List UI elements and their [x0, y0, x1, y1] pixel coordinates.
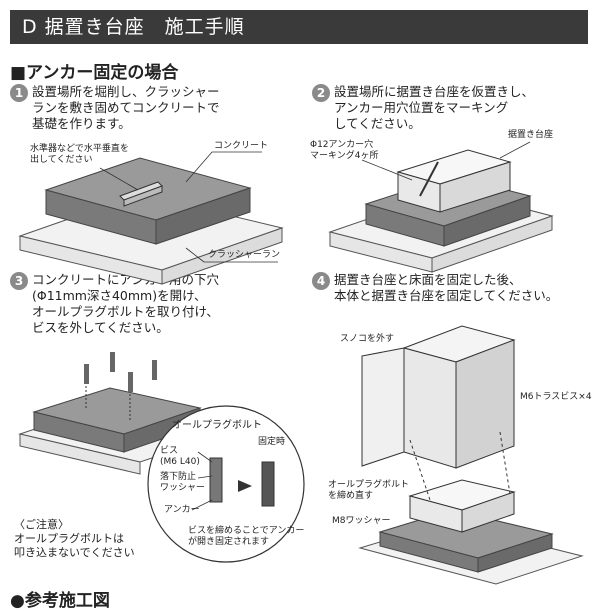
fig4-cabinet-fixing	[358, 325, 584, 585]
label-allplug-title: オールプラグボルト	[172, 420, 262, 431]
label-base: 据置き台座	[508, 130, 554, 140]
step-text-1: 設置場所を堀削し、クラッシャー ランを敷き固めてコンクリートで 基礎を作ります。	[32, 84, 220, 132]
step-line: 本体と据置き台座を固定してください。	[334, 288, 559, 303]
footer-title: ●参考施工図	[10, 591, 110, 611]
step-line: アンカー用穴位置をマーキング	[334, 100, 509, 115]
step-line: 基礎を作ります。	[32, 116, 131, 131]
label-anchor-hole-2: マーキング4ヶ所	[310, 151, 379, 161]
label-sunoko: スノコを外す	[340, 334, 395, 344]
step-line: してください。	[334, 116, 421, 131]
label-anchor-note-2: が開き固定されます	[188, 537, 270, 547]
step-line: ランを敷き固めてコンクリートで	[32, 100, 220, 115]
step-number-4: 4	[312, 272, 330, 290]
step-line: 設置場所を堀削し、クラッシャー	[32, 84, 220, 99]
label-washer-lock-1: 落下防止	[160, 472, 197, 482]
caution-line-1: オールプラグボルトは	[14, 532, 124, 545]
label-screw-2: (M6 L40)	[160, 457, 200, 467]
label-level-1: 水準器などで水平垂直を	[30, 144, 129, 154]
step-number-2: 2	[312, 84, 330, 102]
page-title: D 据置き台座 施工手順	[22, 16, 245, 38]
label-washer-lock-2: ワッシャー	[160, 483, 206, 493]
label-fixed: 固定時	[258, 437, 286, 447]
step-line: オールプラグボルトを取り付け、	[32, 304, 219, 319]
label-level-2: 出してください	[30, 155, 93, 165]
section-title: ■アンカー固定の場合	[10, 63, 179, 83]
step-text-4: 据置き台座と床面を固定した後、 本体と据置き台座を固定してください。	[334, 272, 558, 304]
page-header: D 据置き台座 施工手順	[10, 10, 588, 44]
step-line: 据置き台座と床面を固定した後、	[334, 272, 522, 287]
fig3-anchor-bolts	[18, 352, 305, 563]
label-anchor-note-1: ビスを締めることでアンカー	[188, 526, 305, 536]
step-number-1: 1	[10, 84, 28, 102]
label-allplug-tighten-2: を締め直す	[328, 491, 374, 501]
step-line: ビスを外してください。	[32, 320, 169, 335]
label-truss-screw: M6トラスビス×4	[520, 392, 592, 402]
label-washer-m8: M8ワッシャー	[332, 516, 391, 526]
label-crusher-run: クラッシャーラン	[208, 250, 281, 260]
step-number-3: 3	[10, 272, 28, 290]
label-screw-1: ビス	[160, 446, 179, 456]
label-anchor: アンカー	[164, 505, 200, 515]
fig2-base-placement	[328, 141, 554, 273]
label-allplug-tighten-1: オールプラグボルト	[328, 480, 410, 490]
step-line: 設置場所に据置き台座を仮置きし、	[334, 84, 535, 99]
step-text-2: 設置場所に据置き台座を仮置きし、 アンカー用穴位置をマーキング してください。	[334, 84, 534, 132]
fig1-foundation	[18, 151, 284, 285]
label-concrete: コンクリート	[214, 141, 269, 151]
label-anchor-hole-1: Φ12アンカー穴	[310, 140, 374, 150]
caution-title: 〈ご注意〉	[14, 518, 69, 531]
caution-line-2: 叩き込まないでください	[14, 546, 135, 559]
step-line: (Φ11mm深さ40mm)を開け、	[32, 288, 207, 303]
